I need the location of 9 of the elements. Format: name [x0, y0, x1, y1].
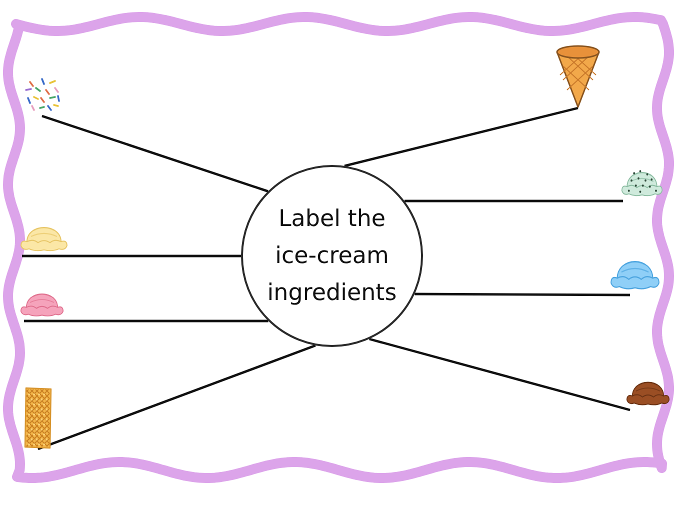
wafer-icon — [24, 387, 52, 449]
label-line — [38, 344, 316, 450]
instruction-text: Label the ice-cream ingredients — [266, 204, 398, 308]
label-line — [368, 338, 630, 412]
label-line — [404, 200, 623, 202]
cone-icon — [555, 44, 601, 108]
label-line — [344, 106, 578, 168]
label-line — [414, 292, 630, 296]
label-line — [42, 114, 268, 192]
